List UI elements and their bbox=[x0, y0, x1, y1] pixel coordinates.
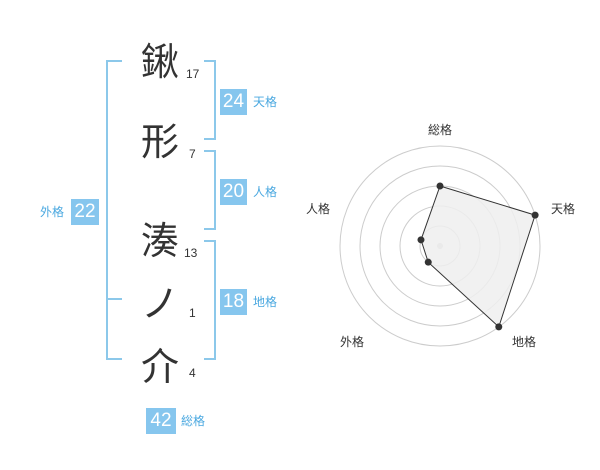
tenkaku-bracket bbox=[204, 60, 216, 140]
name-char-5: 介 bbox=[140, 345, 179, 389]
radar-label-gaikaku: 外格 bbox=[340, 334, 364, 349]
stroke-count-2: 7 bbox=[189, 147, 196, 161]
name-char-4: ノ bbox=[140, 282, 179, 326]
chikaku-value-badge: 18 bbox=[220, 289, 247, 315]
stroke-count-4: 1 bbox=[189, 306, 196, 320]
radar-point-4 bbox=[424, 258, 432, 266]
jinkaku-label: 人格 bbox=[253, 185, 278, 199]
soukaku-label: 総格 bbox=[181, 414, 206, 428]
name-char-2: 形 bbox=[140, 120, 179, 164]
tenkaku-label: 天格 bbox=[253, 95, 278, 109]
jinkaku-value-badge: 20 bbox=[220, 179, 247, 205]
chikaku-label: 地格 bbox=[253, 295, 278, 309]
tenkaku-value-badge: 24 bbox=[220, 89, 247, 115]
jinkaku-bracket bbox=[204, 150, 216, 230]
radar-label-jinkaku: 人格 bbox=[306, 201, 330, 216]
radar-points bbox=[417, 182, 539, 331]
radar-point-1 bbox=[436, 182, 444, 190]
name-char-1: 鍬 bbox=[140, 40, 179, 84]
radar-point-2 bbox=[531, 211, 539, 219]
name-char-3: 湊 bbox=[140, 219, 179, 263]
stroke-count-1: 17 bbox=[186, 67, 200, 81]
radar-point-3 bbox=[495, 323, 503, 331]
gaikaku-bracket-lower bbox=[106, 298, 122, 360]
gaikaku-value-badge: 22 bbox=[71, 199, 99, 225]
radar-ring bbox=[339, 145, 541, 347]
radar-label-tenkaku: 天格 bbox=[551, 201, 575, 216]
soukaku-value-badge: 42 bbox=[146, 408, 176, 434]
chikaku-bracket bbox=[204, 240, 216, 360]
radar-area bbox=[420, 185, 536, 328]
gaikaku-label: 外格 bbox=[40, 205, 65, 219]
radar-point-5 bbox=[417, 236, 425, 244]
radar-label-soukaku: 総格 bbox=[428, 122, 452, 137]
stroke-count-5: 4 bbox=[189, 366, 196, 380]
stroke-count-3: 13 bbox=[184, 246, 198, 260]
radar-label-chikaku: 地格 bbox=[512, 334, 536, 349]
